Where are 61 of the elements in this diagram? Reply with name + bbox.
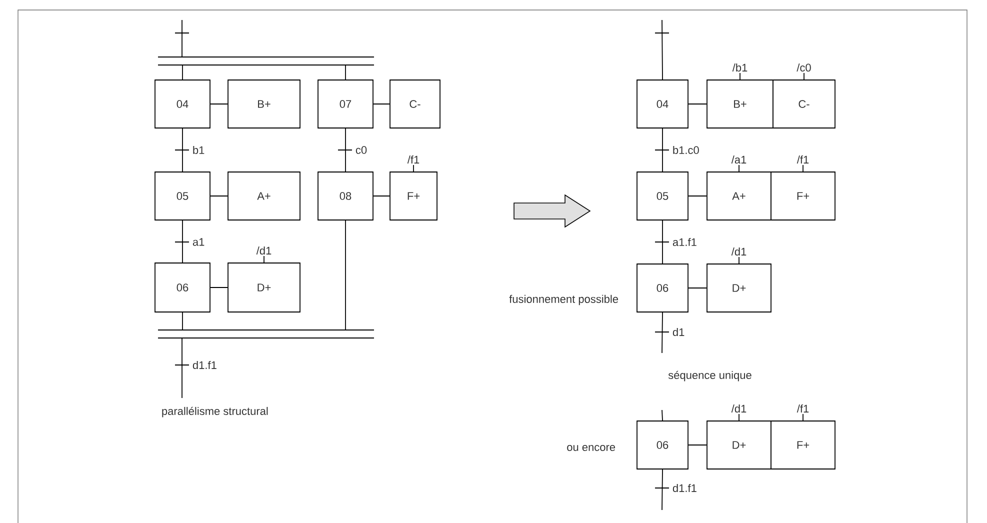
action-box: D+ <box>228 262 300 312</box>
action-box: A+ <box>706 172 772 220</box>
transition-line <box>654 220 670 264</box>
transition-line <box>174 220 190 263</box>
action-box: B+ <box>228 80 300 128</box>
condition-label: /b1 <box>732 63 748 72</box>
condition-label: /f1 <box>407 155 420 164</box>
condition-label: /c0 <box>796 63 811 72</box>
transition-line <box>654 20 670 80</box>
step-box: 05 <box>154 172 210 220</box>
edge-label: d1.f1 <box>191 360 218 370</box>
transition-line <box>174 338 190 398</box>
condition-label: /f1 <box>796 155 809 164</box>
step-box: 06 <box>636 420 688 470</box>
step-box: 06 <box>636 264 688 312</box>
edge-label: b1 <box>191 144 206 156</box>
transition-line <box>688 444 707 446</box>
condition-label: /d1 <box>256 246 272 255</box>
condition-label: /d1 <box>731 404 746 413</box>
condition-label: /d1 <box>731 247 746 256</box>
transition-line <box>654 312 670 354</box>
step-box: 06 <box>154 262 210 312</box>
transition-line <box>338 128 352 172</box>
note-text: parallélisme structural <box>162 406 268 418</box>
transition-line <box>174 128 190 172</box>
step-box: 05 <box>636 172 688 220</box>
action-box: D+ <box>706 420 772 470</box>
condition-label: /f1 <box>796 404 809 413</box>
transition-line <box>345 220 346 330</box>
transition-line <box>182 312 183 330</box>
action-box: C- <box>390 80 440 128</box>
edge-label: d1.f1 <box>671 482 698 494</box>
transition-line <box>182 65 183 80</box>
note-text: fusionnement possible <box>509 294 618 306</box>
transition-line <box>210 287 228 288</box>
step-box: 08 <box>318 172 374 220</box>
action-box: D+ <box>706 264 772 312</box>
transition-line <box>654 469 670 510</box>
edge-label: c0 <box>354 145 368 155</box>
note-text: ou encore <box>567 445 616 452</box>
edge-label: b1.c0 <box>671 144 700 156</box>
parallel-bar <box>158 56 374 66</box>
action-box: A+ <box>228 172 300 220</box>
edge-label: a1 <box>191 237 206 247</box>
step-box: 04 <box>154 80 210 128</box>
action-box: C- <box>772 80 836 128</box>
transition-line <box>662 410 663 421</box>
condition-label: /a1 <box>731 155 746 164</box>
transition-line <box>345 65 346 80</box>
step-box: 04 <box>636 80 688 128</box>
parallel-bar <box>158 330 374 338</box>
action-box: F+ <box>390 172 438 220</box>
transition-line <box>654 128 670 172</box>
note-text: séquence unique <box>668 370 752 382</box>
action-box: B+ <box>706 80 774 128</box>
edge-label: d1 <box>671 326 686 338</box>
step-box: 07 <box>318 80 374 128</box>
action-box: F+ <box>770 420 836 470</box>
edge-label: a1.f1 <box>671 236 698 248</box>
action-box: F+ <box>770 172 836 220</box>
transition-line <box>174 20 190 57</box>
